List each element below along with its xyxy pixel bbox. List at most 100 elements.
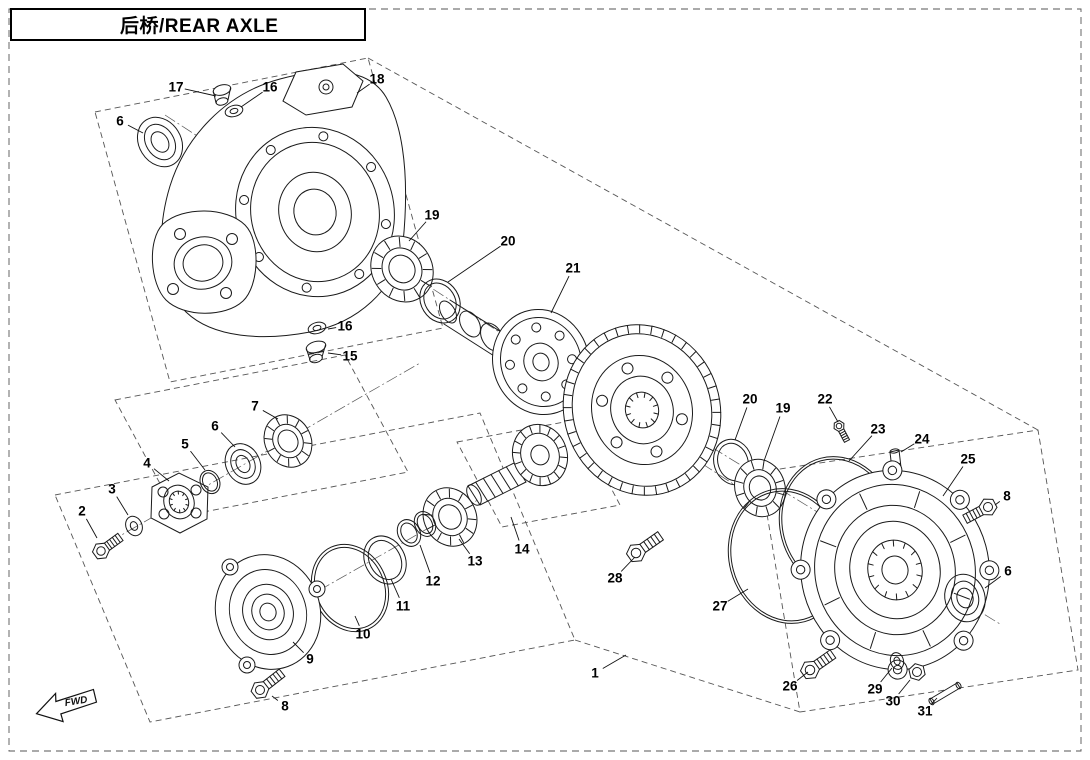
- callout-number: 19: [424, 208, 439, 223]
- callout-11: 11: [390, 578, 411, 614]
- part-bolt-rear: [799, 649, 837, 680]
- part-spacer-front: [419, 278, 461, 324]
- callout-13: 13: [458, 538, 483, 569]
- callout-number: 28: [607, 571, 623, 586]
- callout-27: 27: [712, 588, 749, 614]
- callout-9: 9: [292, 641, 314, 667]
- callout-number: 1: [591, 666, 599, 681]
- callout-number: 23: [870, 422, 886, 437]
- callout-number: 12: [425, 574, 440, 589]
- callout-7: 7: [251, 399, 279, 420]
- callout-number: 14: [514, 542, 530, 557]
- callout-number: 29: [867, 682, 882, 697]
- callout-number: 30: [885, 694, 900, 709]
- callout-number: 18: [369, 72, 385, 87]
- part-bolt-small: [833, 419, 851, 444]
- part-washer: [125, 515, 143, 537]
- callout-number: 16: [262, 80, 278, 95]
- callout-number: 24: [914, 432, 930, 447]
- part-seal-washer-mid: [307, 321, 327, 335]
- callout-number: 6: [1004, 564, 1012, 579]
- callout-12: 12: [419, 544, 441, 589]
- fwd-label: FWD: [64, 695, 88, 709]
- fwd-arrow-shape: [35, 688, 98, 723]
- part-bolt-carrier: [250, 668, 286, 699]
- callout-number: 17: [168, 80, 183, 95]
- callout-6: 6: [211, 419, 236, 448]
- callout-20: 20: [734, 392, 758, 441]
- callout-1: 1: [591, 654, 627, 681]
- part-drain-plug-mid: [305, 340, 327, 364]
- callout-24: 24: [900, 432, 930, 453]
- callout-number: 5: [181, 437, 189, 452]
- part-shim-pair: [396, 511, 437, 547]
- callout-17: 17: [168, 80, 217, 97]
- callout-number: 20: [500, 234, 515, 249]
- callout-18: 18: [356, 72, 385, 94]
- callout-3: 3: [108, 482, 129, 516]
- callout-number: 2: [78, 504, 86, 519]
- part-nut: [908, 663, 926, 681]
- parts-art: [91, 63, 1000, 706]
- callout-21: 21: [550, 261, 581, 314]
- callout-6: 6: [116, 114, 144, 134]
- callout-8: 8: [994, 489, 1011, 506]
- callout-8: 8: [271, 695, 289, 714]
- callout-number: 11: [396, 599, 411, 614]
- part-rear-cover: [790, 460, 1000, 680]
- part-drain-plug-top: [212, 84, 232, 106]
- callout-10: 10: [354, 615, 371, 642]
- part-oring-small: [199, 469, 221, 495]
- callout-number: 8: [281, 699, 289, 714]
- part-bearing-pinion: [422, 487, 478, 547]
- title-box: 后桥/REAR AXLE: [10, 8, 366, 41]
- callout-19: 19: [763, 401, 791, 462]
- callout-number: 8: [1003, 489, 1011, 504]
- part-oil-seal-pinion: [224, 443, 262, 485]
- part-bearing-front: [370, 235, 434, 303]
- callout-number: 4: [143, 456, 151, 471]
- callout-23: 23: [848, 422, 886, 462]
- callout-14: 14: [510, 516, 530, 557]
- part-cotter-pin: [928, 681, 962, 706]
- callout-number: 6: [211, 419, 219, 434]
- callout-number: 9: [306, 652, 314, 667]
- callout-number: 3: [108, 482, 116, 497]
- callout-16: 16: [240, 80, 278, 108]
- callout-number: 22: [817, 392, 832, 407]
- fwd-arrow: FWD: [35, 688, 98, 723]
- callout-number: 21: [565, 261, 581, 276]
- callout-number: 20: [742, 392, 757, 407]
- part-oil-seal-front: [136, 116, 184, 168]
- callout-number: 25: [960, 452, 976, 467]
- callout-25: 25: [942, 452, 976, 497]
- callout-number: 10: [355, 627, 370, 642]
- callout-26: 26: [782, 671, 809, 694]
- callout-4: 4: [143, 456, 170, 482]
- part-spacer-pinion: [363, 535, 407, 585]
- callout-16: 16: [327, 319, 353, 334]
- callout-31: 31: [917, 697, 938, 719]
- part-drive-flange: [150, 472, 209, 534]
- part-bolt-flange: [91, 532, 124, 560]
- part-bolt-cover: [962, 498, 998, 525]
- callout-30: 30: [885, 679, 911, 709]
- callout-6: 6: [984, 564, 1012, 589]
- callout-number: 16: [337, 319, 353, 334]
- callout-number: 19: [775, 401, 790, 416]
- callout-number: 27: [712, 599, 727, 614]
- callout-5: 5: [181, 437, 206, 471]
- callout-number: 26: [782, 679, 798, 694]
- callout-number: 7: [251, 399, 259, 414]
- part-bolt-gear: [625, 531, 665, 563]
- page-title: 后桥/REAR AXLE: [120, 16, 279, 37]
- callout-number: 15: [342, 349, 358, 364]
- part-ring-gear: [562, 324, 722, 496]
- part-oil-seal-rear: [944, 573, 986, 623]
- callout-19: 19: [408, 208, 440, 242]
- callout-number: 31: [917, 704, 933, 719]
- part-seal-washer-top: [224, 104, 244, 118]
